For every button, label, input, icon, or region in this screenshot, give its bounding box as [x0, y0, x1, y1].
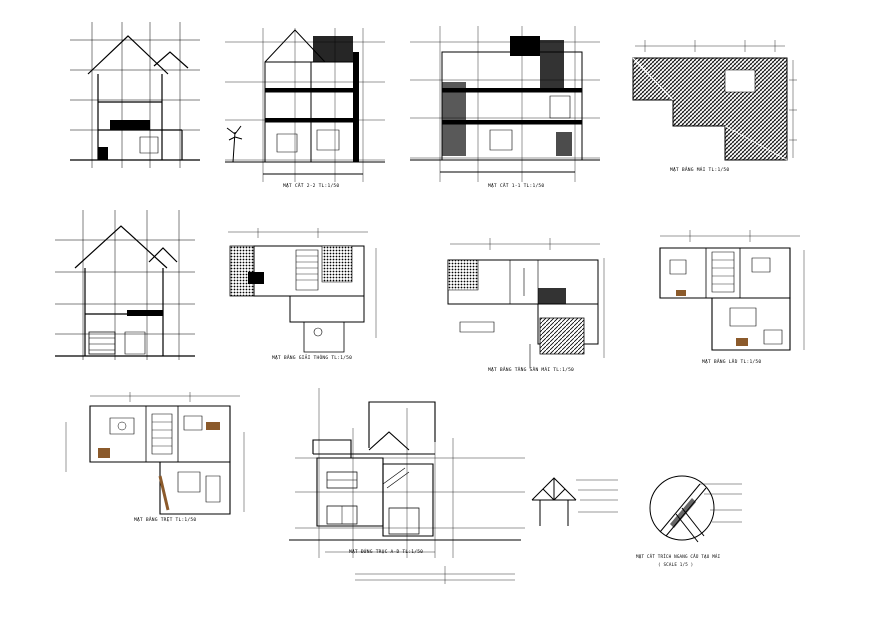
section-2-2-drawing: [225, 22, 385, 192]
roof-plan: MẶT BẰNG MÁI TL:1/50: [615, 40, 805, 180]
ground-floor-plan: MẶT BẰNG TRỆT TL:1/50: [60, 392, 250, 532]
terrace-plan-drawing: [430, 238, 620, 383]
caption-terrace-plan: MẶT BẰNG TẦNG SÂN MÁI TL:1/50: [488, 368, 575, 373]
section-drawing: [70, 22, 205, 170]
caption-section-1-1: MẶT CẮT 1-1 TL:1/50: [488, 184, 545, 189]
section-view-middle-left: [55, 210, 195, 365]
section-1-1: MẶT CẮT 1-1 TL:1/50: [410, 22, 610, 192]
mezzanine-plan-drawing: [218, 228, 388, 370]
caption-roof-plan: MẶT BẰNG MÁI TL:1/50: [670, 168, 730, 173]
roof-plan-drawing: [615, 40, 805, 180]
caption-upper-floor-plan: MẶT BẰNG LẦU TL:1/50: [702, 360, 762, 365]
elevation-drawing: [285, 388, 525, 586]
caption-roof-detail-title: MẶT CẮT TRÍCH NGANG CẤU TẠO MÁI: [636, 554, 721, 559]
section-2-2: MẶT CẮT 2-2 TL:1/50: [225, 22, 385, 192]
roof-truss-detail: [522, 466, 622, 536]
section-view-top-left: [70, 22, 205, 170]
caption-ground-floor-plan: MẶT BẰNG TRỆT TL:1/50: [134, 518, 197, 523]
mezzanine-plan: MẶT BẰNG GIẢI THÔNG TL:1/50: [218, 228, 388, 370]
elevation-a-d: MẶT ĐỨNG TRỤC A-D TL:1/50: [285, 388, 525, 586]
section-view-middle-drawing: [55, 210, 195, 365]
caption-roof-detail-scale: ( SCALE 1/5 ): [658, 562, 694, 567]
caption-elevation: MẶT ĐỨNG TRỤC A-D TL:1/50: [349, 550, 424, 555]
caption-mezzanine-plan: MẶT BẰNG GIẢI THÔNG TL:1/50: [272, 356, 353, 361]
roof-truss-drawing: [522, 466, 622, 536]
upper-floor-plan-drawing: [640, 230, 815, 375]
terrace-plan: MẶT BẰNG TẦNG SÂN MÁI TL:1/50: [430, 238, 620, 383]
caption-section-2-2: MẶT CẮT 2-2 TL:1/50: [283, 184, 340, 189]
section-1-1-drawing: [410, 22, 610, 192]
roof-structure-detail: MẶT CẮT TRÍCH NGANG CẤU TẠO MÁI ( SCALE …: [630, 462, 750, 582]
ground-floor-plan-drawing: [60, 392, 250, 532]
roof-detail-drawing: [630, 462, 750, 552]
upper-floor-plan: MẶT BẰNG LẦU TL:1/50: [640, 230, 815, 375]
